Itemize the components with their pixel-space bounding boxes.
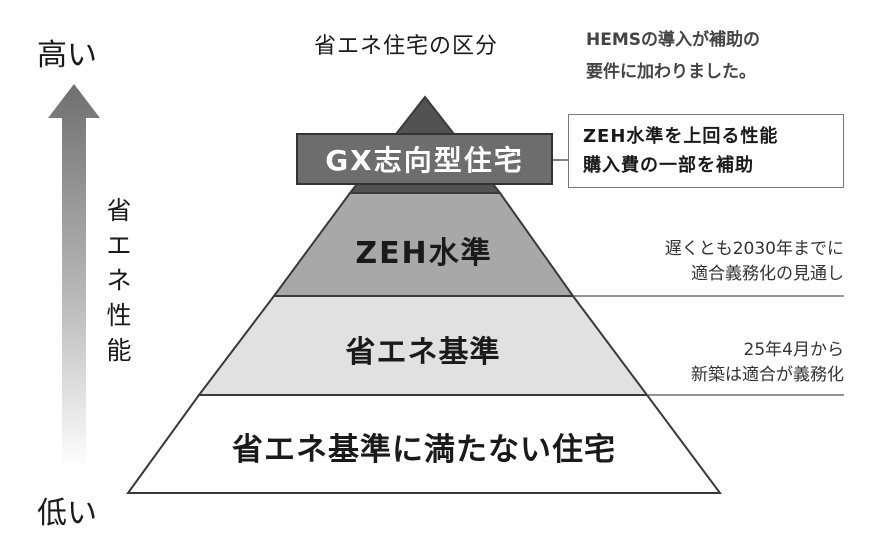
- hems-note: HEMSの導入が補助の 要件に加わりました。: [586, 24, 760, 88]
- axis-label-char: 省: [106, 196, 132, 225]
- zeh-note-line-1: 遅くとも2030年までに: [664, 239, 844, 259]
- diagram-title: 省エネ住宅の区分: [314, 34, 499, 59]
- below-standard-level-label: 省エネ基準に満たない住宅: [232, 432, 616, 468]
- zeh-note: 遅くとも2030年までに 適合義務化の見通し: [665, 237, 844, 287]
- axis-vertical-label: 省 エ ネ 性 能: [104, 193, 134, 368]
- standard-note-line-2: 新築は適合が義務化: [691, 365, 844, 385]
- performance-arrow: [48, 84, 100, 468]
- gx-callout: ZEH水準を上回る性能 購入費の一部を補助: [568, 114, 844, 188]
- callout-line-1: ZEH水準を上回る性能: [583, 126, 779, 147]
- zeh-note-line-2: 適合義務化の見通し: [691, 264, 844, 284]
- hems-note-line-1: HEMSの導入が補助の: [586, 30, 761, 50]
- callout-line-2: 購入費の一部を補助: [583, 155, 754, 176]
- hems-note-line-2: 要件に加わりました。: [586, 62, 756, 82]
- zeh-level-label: ZEH水準: [355, 236, 493, 271]
- standard-level-label: 省エネ基準: [345, 335, 501, 370]
- gx-level-box: GX志向型住宅: [296, 133, 553, 185]
- axis-low-label: 低い: [37, 496, 97, 531]
- standard-note-line-1: 25年4月から: [743, 340, 844, 360]
- axis-high-label: 高い: [37, 38, 97, 73]
- axis-label-char: 能: [106, 336, 132, 365]
- axis-label-char: エ: [106, 231, 132, 260]
- axis-label-char: ネ: [106, 266, 132, 295]
- gx-level-label: GX志向型住宅: [325, 144, 524, 177]
- standard-note: 25年4月から 新築は適合が義務化: [691, 338, 844, 388]
- axis-label-char: 性: [106, 301, 132, 330]
